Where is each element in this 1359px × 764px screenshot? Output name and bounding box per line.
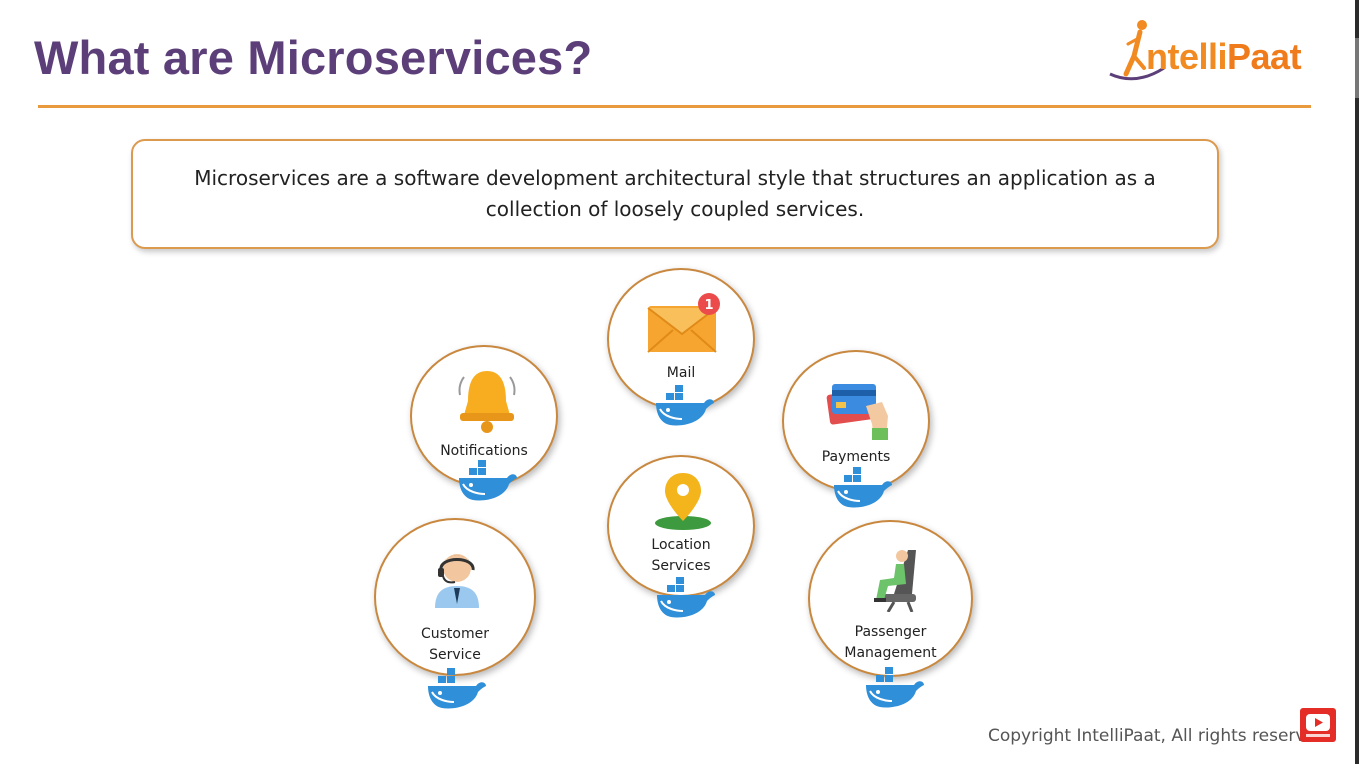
- service-label: Payments: [821, 449, 891, 465]
- service-label: Mail: [666, 365, 696, 381]
- service-passenger: Passenger Management: [808, 520, 973, 677]
- definition-box: Microservices are a software development…: [131, 139, 1219, 249]
- definition-text: Microservices are a software development…: [194, 166, 1156, 221]
- seated-passenger-icon: [874, 550, 916, 612]
- docker-whale-icon: [866, 667, 924, 708]
- bell-icon: [458, 371, 516, 433]
- docker-whale-icon: [428, 668, 486, 709]
- intellipaat-logo: ntelliPaat: [1106, 16, 1316, 88]
- docker-whale-icon: [657, 577, 715, 618]
- service-label: Passenger Management: [844, 624, 937, 661]
- service-label: Location Services: [651, 537, 711, 574]
- support-agent-icon: [435, 554, 479, 608]
- running-figure-icon: [1109, 20, 1165, 81]
- credit-card-icon: [826, 384, 888, 440]
- docker-whale-icon: [656, 385, 714, 426]
- service-label: Notifications: [440, 443, 528, 459]
- location-pin-icon: [655, 473, 711, 530]
- logo-wordmark: ntelliPaat: [1146, 36, 1302, 77]
- slide-title: What are Microservices?: [34, 31, 593, 84]
- service-label: Customer Service: [420, 626, 489, 663]
- docker-whale-icon: [459, 460, 517, 501]
- service-mail: 1 Mail: [607, 268, 755, 410]
- service-customer: Customer Service: [374, 518, 536, 676]
- title-divider: [38, 105, 1311, 108]
- service-payments: Payments: [782, 350, 930, 492]
- window-edge: [1355, 0, 1359, 764]
- copyright-text: Copyright IntelliPaat, All rights reserv…: [988, 726, 1327, 746]
- notification-badge: 1: [704, 298, 713, 313]
- envelope-icon: 1: [647, 293, 720, 353]
- docker-whale-icon: [834, 467, 892, 508]
- youtube-subscribe-icon[interactable]: [1300, 708, 1336, 742]
- service-location: Location Services: [607, 455, 755, 597]
